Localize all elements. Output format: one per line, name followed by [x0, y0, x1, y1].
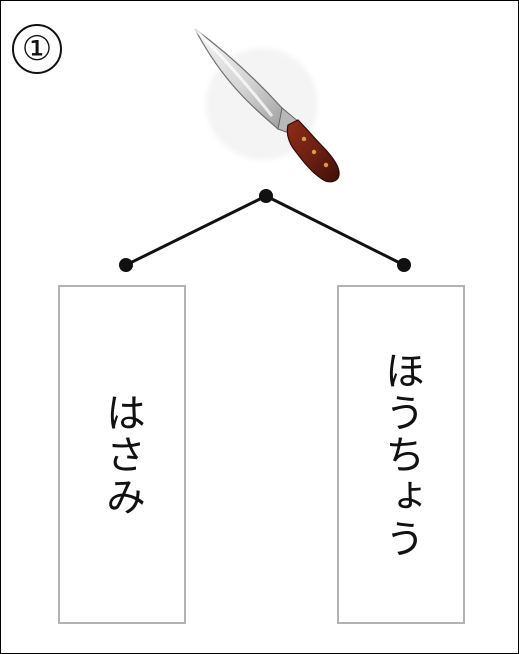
- choice-box-left[interactable]: はさみ: [58, 285, 186, 624]
- kitchen-knife-icon: [193, 27, 340, 183]
- choice-label-right: ほうちょう: [378, 349, 424, 560]
- question-number: ①: [12, 24, 62, 74]
- choice-box-right[interactable]: ほうちょう: [337, 285, 465, 624]
- choice-label-left: はさみ: [99, 391, 145, 518]
